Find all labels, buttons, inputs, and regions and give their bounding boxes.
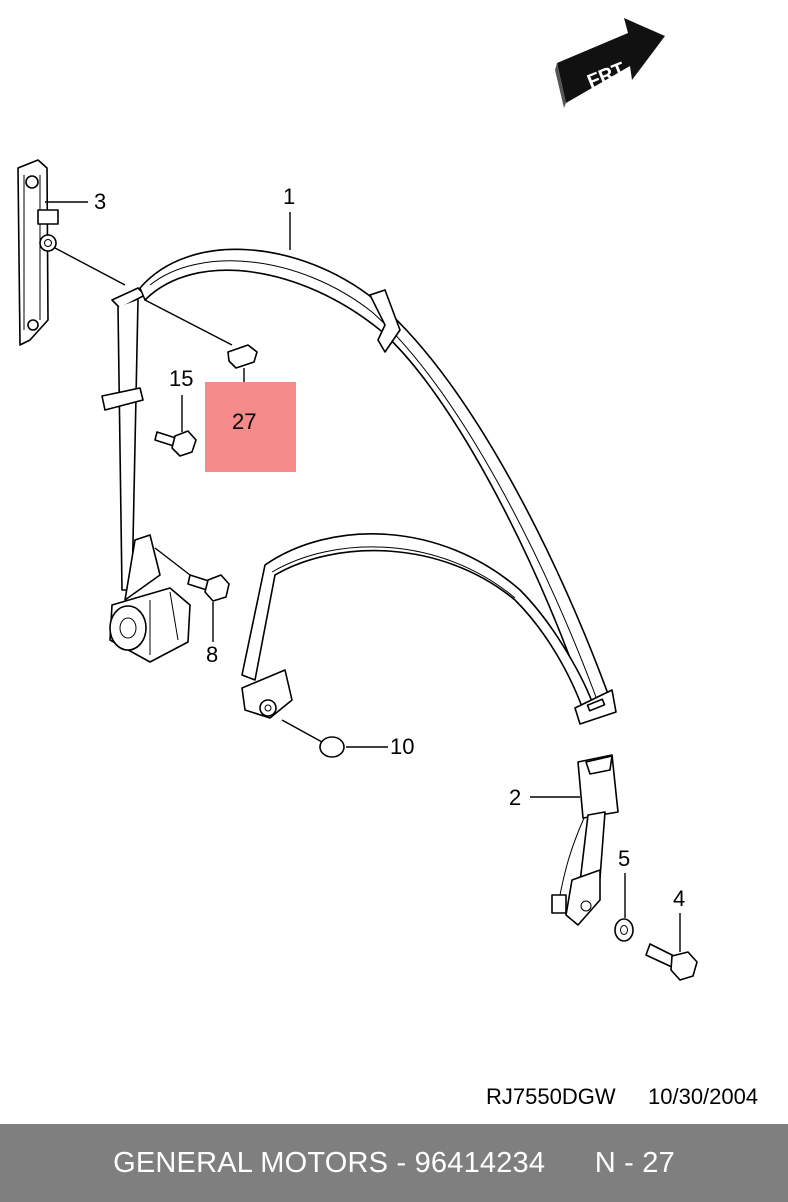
callout-3: 3 xyxy=(94,189,106,214)
lower-anchor-plate xyxy=(241,669,293,719)
document-date: 10/30/2004 xyxy=(648,1084,759,1109)
footer-bar: GENERAL MOTORS - 96414234 N - 27 xyxy=(0,1124,788,1202)
retractor-webbing xyxy=(101,287,161,601)
seat-belt-parts-diagram: FRT xyxy=(17,18,698,981)
callout-15: 15 xyxy=(169,366,193,391)
bolt-4 xyxy=(645,943,698,981)
bolt-15 xyxy=(154,430,197,457)
leader-lines xyxy=(45,201,681,952)
callout-10: 10 xyxy=(390,734,414,759)
callout-27: 27 xyxy=(232,409,256,434)
seat-belt-buckle xyxy=(551,754,619,926)
cap-10 xyxy=(319,736,345,758)
belt-tongue xyxy=(574,689,617,725)
cap-27 xyxy=(227,344,258,369)
bolt-8 xyxy=(187,574,230,602)
front-direction-arrow-icon: FRT xyxy=(555,18,665,108)
callout-5: 5 xyxy=(618,846,630,871)
highlight-box-27 xyxy=(205,382,296,472)
height-adjuster-rail xyxy=(17,159,59,346)
document-reference: RJ7550DGW xyxy=(486,1084,616,1109)
callout-1: 1 xyxy=(283,184,295,209)
callout-8: 8 xyxy=(206,642,218,667)
retractor-assembly xyxy=(109,587,191,663)
callout-2: 2 xyxy=(509,785,521,810)
washer-5 xyxy=(614,918,634,942)
footer-part-number: GENERAL MOTORS - 96414234 N - 27 xyxy=(113,1146,675,1179)
callout-4: 4 xyxy=(673,886,685,911)
